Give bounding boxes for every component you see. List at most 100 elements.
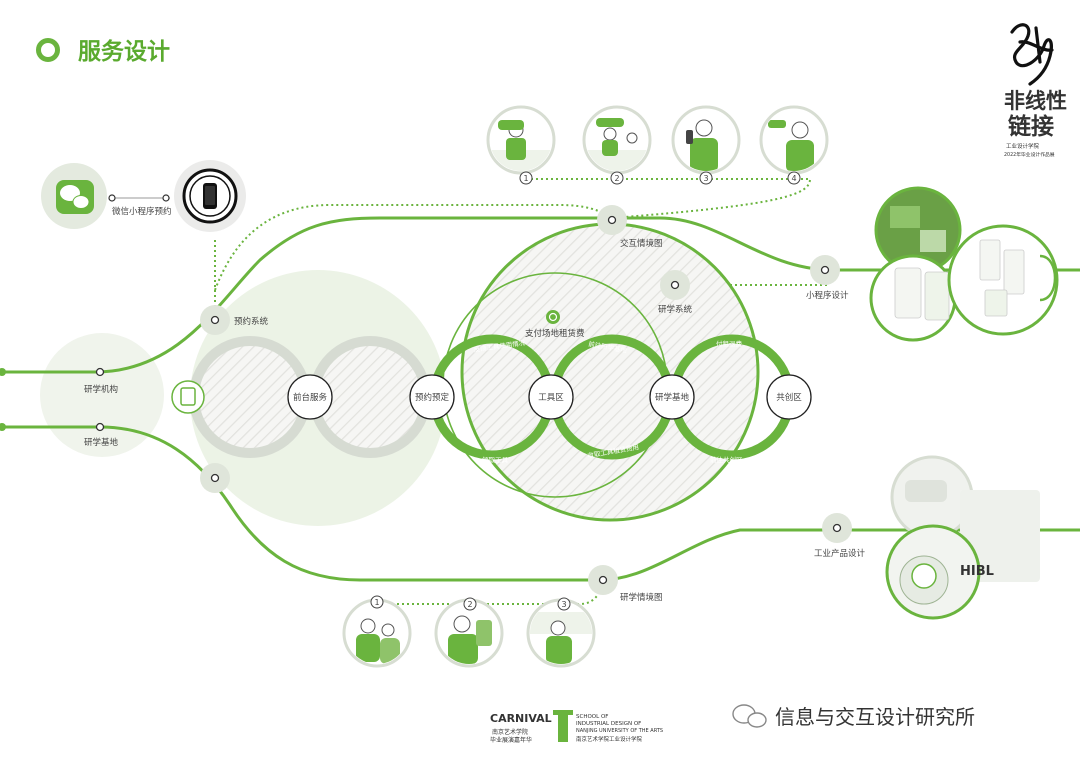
node-booking-label: 预约预定 [415, 392, 450, 403]
node-research-base [649, 374, 695, 420]
industrial-product: HIBL [885, 455, 1040, 620]
pay-icon [546, 310, 560, 324]
booking-system-node: 预约系统 [200, 305, 269, 335]
product-brand: HIBL [960, 564, 994, 579]
scene-number: 4 [791, 174, 796, 183]
section-header: 服务设计 [36, 38, 170, 65]
school-line-2: INDUSTRIAL DESIGN OF [576, 721, 641, 727]
scene-number: 2 [614, 174, 619, 183]
research-system-dot [670, 280, 680, 290]
research-org-dot [95, 367, 105, 377]
app-flow-mock [1003, 249, 1025, 295]
lower-line-dot [210, 473, 220, 483]
wechat-dot [108, 194, 116, 202]
carnival-logo: CARNIVAL [490, 712, 552, 725]
phone-screen [205, 186, 215, 205]
entry-dot-upper [0, 368, 6, 376]
page-title: 服务设计 [78, 39, 170, 65]
scene-top-3 [671, 105, 741, 175]
app-flow-loop [1039, 254, 1057, 302]
industrial-dot [832, 523, 842, 533]
school-line-1: SCHOOL OF [576, 714, 608, 720]
node-booking [409, 374, 455, 420]
app-screen-mock [894, 267, 922, 319]
top-scene-illustrations: 1 2 3 4 [486, 105, 829, 185]
product-device-top [911, 563, 937, 589]
node-cocreate-label: 共创区 [776, 392, 802, 403]
research-base-left-label: 研学基地 [84, 437, 119, 448]
research-base-left-dot [95, 422, 105, 432]
scene-top-1 [486, 105, 556, 175]
scene-number: 3 [561, 600, 566, 609]
scene-number: 2 [467, 600, 472, 609]
miniprogram-label: 小程序设计 [806, 290, 849, 301]
school-cn: 南京艺术学院工业设计学院 [576, 735, 643, 743]
arc-label-collect-tool: 领取工具 [482, 455, 509, 464]
org-logo-icon [180, 387, 196, 406]
product-device-top [905, 480, 947, 502]
wechat-watermark-icon-2 [747, 712, 767, 728]
upper-main-line [0, 216, 1080, 374]
scene-top-2 [582, 105, 652, 175]
school-logo-mark-top [553, 710, 573, 715]
lower-main-line [0, 425, 1080, 582]
node-tool-area [528, 374, 574, 420]
exhibition-logo: 非线性 链接 工业设计学院 2022年毕业设计作品展 [1004, 23, 1067, 158]
wechat-dot-2 [162, 194, 170, 202]
interaction-scene-dot [607, 215, 617, 225]
node-research-base-label: 研学基地 [655, 392, 690, 403]
scene-number: 1 [523, 174, 528, 183]
wechat-bubble-2 [72, 195, 90, 209]
app-flow-circle [947, 224, 1059, 336]
miniprogram-screens [869, 186, 1059, 342]
left-labels: 研学机构 研学基地 [84, 367, 230, 493]
wechat-bubble-1 [60, 185, 80, 201]
top-scene-numbers: 1 2 3 4 [519, 171, 801, 185]
school-logo-mark [558, 712, 568, 742]
research-system-label: 研学系统 [658, 304, 693, 315]
research-scene-dot [598, 575, 608, 585]
title-ring-icon [36, 38, 60, 62]
node-tool-area-label: 工具区 [538, 393, 564, 403]
app-screen-mock [924, 271, 950, 321]
entry-dots [0, 368, 6, 431]
scene-bottom-3 [526, 598, 596, 668]
wechat-label: 微信小程序预约 [112, 206, 172, 217]
logo-line-2: 链接 [1008, 113, 1054, 140]
pay-venue-label: 支付场地租赁费 [525, 328, 585, 339]
top-scenes-line [521, 178, 812, 219]
logo-line-1: 非线性 [1004, 89, 1067, 113]
scene-number: 3 [703, 174, 708, 183]
interaction-scene-label: 交互情境图 [620, 238, 663, 249]
pay-venue-badge: 支付场地租赁费 [525, 310, 585, 339]
product-bg-panel [960, 490, 1040, 582]
booking-system-dot [210, 315, 220, 325]
entry-dot-lower [0, 423, 6, 431]
bottom-scene-illustrations: 1 2 3 [342, 595, 596, 668]
app-photo-card [920, 230, 946, 252]
app-photo-card [890, 206, 920, 228]
wechat-group: 微信小程序预约 [41, 160, 246, 232]
carnival-sub-1: 南京艺术学院 [492, 728, 528, 736]
bottom-scenes-line [377, 581, 604, 605]
scene-number: 1 [374, 598, 379, 607]
logo-sub-2: 2022年毕业设计作品展 [1004, 151, 1055, 158]
footer-logos: CARNIVAL 南京艺术学院 毕业展演嘉年华 SCHOOL OF INDUST… [490, 710, 663, 744]
pay-icon-inner [548, 312, 558, 322]
school-line-3: NANJING UNIVERSITY OF THE ARTS [576, 728, 663, 734]
org-logo-circle [171, 380, 205, 414]
node-front-desk-label: 前台服务 [293, 392, 328, 403]
research-org-label: 研学机构 [84, 384, 118, 395]
industrial-label: 工业产品设计 [814, 548, 866, 559]
app-flow-mock [984, 289, 1008, 317]
arc-label-go-cocreate: 付租退费 [716, 339, 743, 348]
watermark-text: 信息与交互设计研究所 [775, 705, 975, 729]
logo-sub-1: 工业设计学院 [1006, 142, 1040, 150]
arc-label-go-cocreate-bottom: 前往共创区 [710, 455, 743, 464]
flow-lines [0, 216, 1080, 582]
bottom-scene-numbers: 1 2 3 [370, 595, 571, 611]
watermark: 信息与交互设计研究所 [732, 704, 975, 729]
carnival-sub-2: 毕业展演嘉年华 [490, 736, 532, 744]
node-front-desk [287, 374, 333, 420]
